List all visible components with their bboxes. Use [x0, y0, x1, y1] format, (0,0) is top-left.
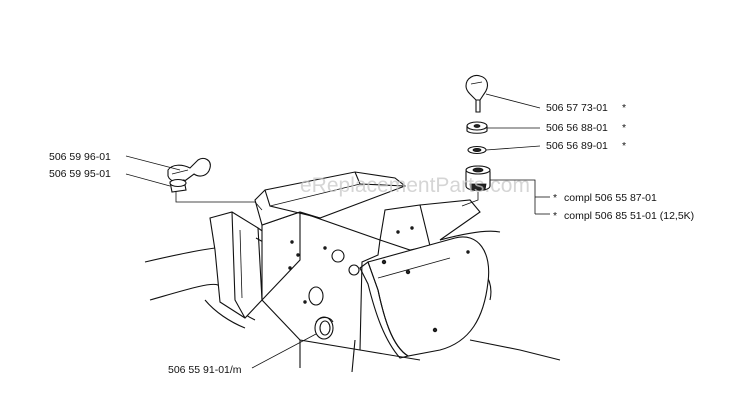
asterisk-nut: *: [622, 122, 626, 134]
grommet-part: [314, 316, 334, 340]
asterisk-ignition-key: *: [622, 102, 626, 114]
asterisk-switch-compl-2: *: [553, 210, 557, 222]
label-washer: 506 56 89-01: [546, 140, 608, 152]
ignition-switch-assembly: [461, 74, 491, 207]
side-cover: [359, 236, 490, 359]
label-nut: 506 56 88-01: [546, 122, 608, 134]
label-switch-compl-2: compl 506 85 51-01 (12,5K): [564, 210, 694, 222]
label-grommet: 506 55 91-01/m: [168, 364, 242, 376]
watermark-text: eReplacementParts.com: [300, 174, 530, 197]
asterisk-switch-compl-1: *: [553, 192, 557, 204]
chassis-frame: [144, 171, 561, 373]
asterisk-washer: *: [622, 140, 626, 152]
choke-knob-assembly: [167, 157, 263, 211]
part-labels: 506 57 73-01 * 506 56 88-01 * 506 56 89-…: [49, 102, 694, 376]
leader-lines: [125, 93, 550, 369]
label-choke-bushing: 506 59 95-01: [49, 168, 111, 180]
label-choke-knob: 506 59 96-01: [49, 151, 111, 163]
label-switch-compl-1: compl 506 55 87-01: [564, 192, 657, 204]
label-ignition-key: 506 57 73-01: [546, 102, 608, 114]
